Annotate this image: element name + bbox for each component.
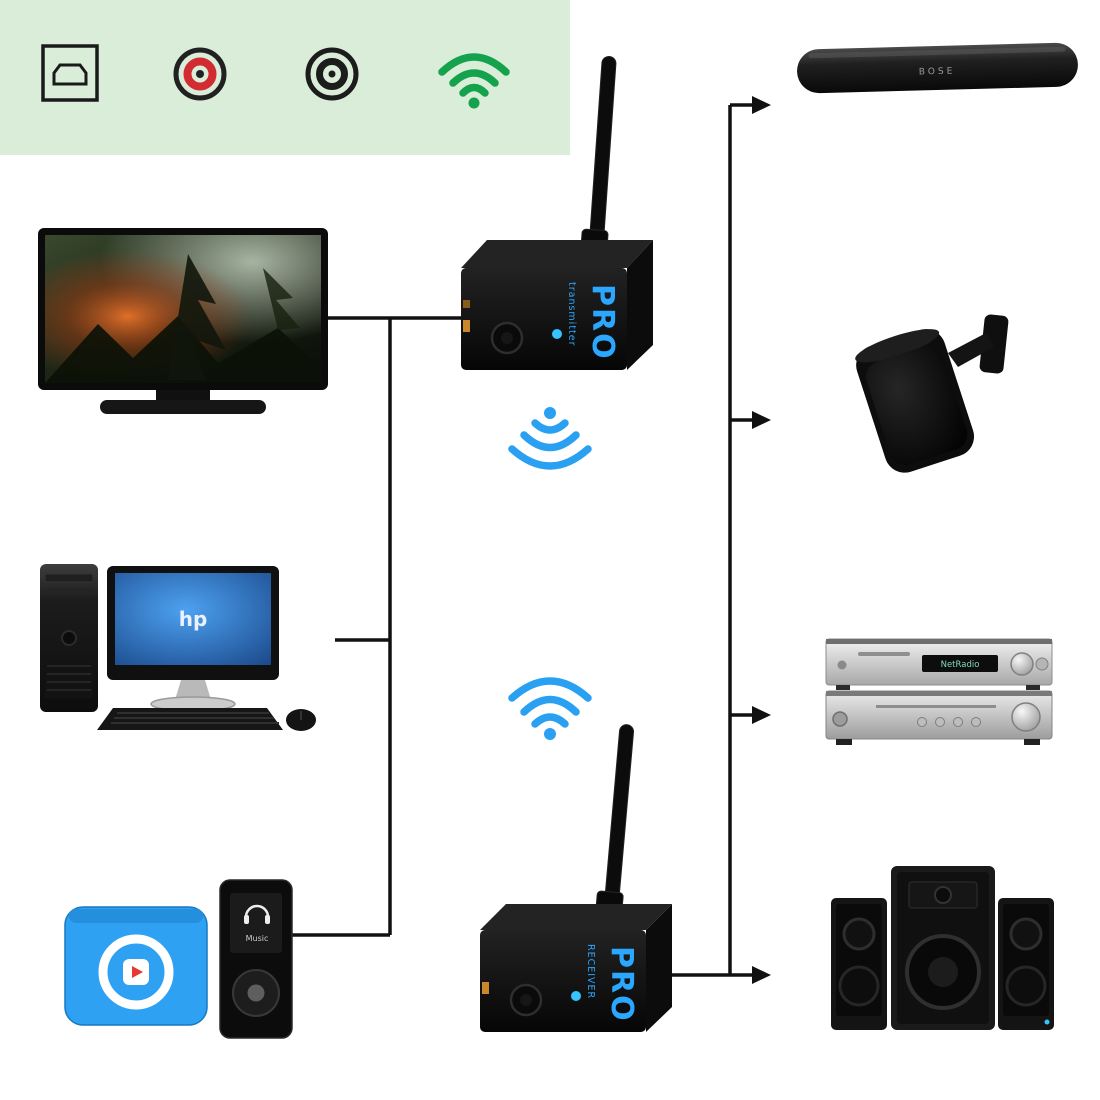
transmitter-port bbox=[463, 320, 470, 332]
network-receiver-unit: NetRadio bbox=[825, 638, 1053, 690]
amplifier-unit bbox=[825, 690, 1053, 745]
black-mp3-player: Music bbox=[219, 879, 293, 1039]
player-screen bbox=[230, 893, 282, 953]
tv-stand-neck bbox=[156, 390, 210, 400]
transmitter-box: PRO transmitter bbox=[461, 240, 653, 370]
mp3-player-source: Music bbox=[60, 875, 300, 1045]
transmitter-label-text: transmitter bbox=[566, 282, 577, 347]
wifi-signal-down-icon bbox=[508, 407, 592, 470]
output-bracket-lines bbox=[670, 96, 771, 984]
tv-screen bbox=[45, 235, 321, 383]
receiver-label-text: RECEIVER bbox=[585, 944, 596, 999]
tv-illustration bbox=[38, 228, 328, 414]
receiver-brand-text: PRO bbox=[604, 946, 639, 1023]
wifi-signal-up-icon bbox=[508, 677, 592, 740]
pc-monitor: hp bbox=[107, 566, 279, 712]
transmitter-brand-text: PRO bbox=[585, 284, 620, 361]
subwoofer bbox=[891, 866, 995, 1030]
receiver-device: PRO RECEIVER bbox=[468, 712, 708, 1047]
pc-keyboard bbox=[97, 708, 283, 730]
headphones-icon bbox=[244, 904, 270, 918]
stereo-illustration: NetRadio bbox=[825, 638, 1053, 745]
arrow-icons bbox=[752, 96, 771, 984]
transmitter-led bbox=[552, 329, 562, 339]
tv-source bbox=[38, 228, 328, 424]
transmitter-antenna bbox=[580, 55, 617, 255]
receiver-port bbox=[482, 982, 489, 994]
receiver-led bbox=[571, 991, 581, 1001]
left-satellite-speaker bbox=[831, 898, 887, 1030]
arrow-right-icon bbox=[752, 96, 771, 114]
wifi-signal-icon bbox=[438, 53, 510, 109]
arrow-right-icon bbox=[752, 706, 771, 724]
source-bracket-lines bbox=[292, 316, 465, 937]
power-button bbox=[832, 711, 848, 727]
monitor-logo: hp bbox=[179, 607, 208, 631]
display-text: NetRadio bbox=[941, 660, 980, 670]
arrow-right-icon bbox=[752, 411, 771, 429]
blue-clip-mp3-player bbox=[64, 906, 208, 1026]
speaker-body bbox=[855, 329, 975, 473]
stereo-amplifier-output: NetRadio bbox=[818, 635, 1063, 750]
right-satellite-speaker bbox=[998, 898, 1054, 1030]
rca-jack-red-icon bbox=[173, 47, 227, 101]
soundbar-logo: BOSE bbox=[919, 67, 956, 78]
computer-source: hp bbox=[35, 560, 325, 738]
receiver-box: PRO RECEIVER bbox=[480, 904, 672, 1032]
tv-stand-base bbox=[100, 400, 266, 414]
volume-knob bbox=[1010, 652, 1034, 676]
monitor-screen bbox=[115, 573, 271, 665]
monitor-stand bbox=[175, 680, 211, 700]
wall-speaker-output bbox=[840, 295, 1020, 490]
speaker-system-illustration bbox=[831, 866, 1054, 1030]
play-icon bbox=[132, 966, 143, 978]
computer-illustration: hp bbox=[40, 564, 316, 731]
unit-display bbox=[922, 655, 998, 672]
optical-audio-port-icon bbox=[41, 44, 99, 102]
pc-tower bbox=[40, 564, 98, 712]
rca-jack-black-icon bbox=[305, 47, 359, 101]
soundbar-output: BOSE bbox=[795, 38, 1080, 100]
speaker-led bbox=[1044, 1019, 1050, 1025]
io-banner bbox=[0, 0, 570, 155]
pc-mouse bbox=[286, 709, 316, 731]
wall-mount-bracket bbox=[948, 314, 1009, 374]
wall-speaker-illustration bbox=[855, 314, 1009, 473]
transmitter-illustration: PRO transmitter bbox=[461, 55, 653, 370]
receiver-illustration: PRO RECEIVER bbox=[480, 724, 672, 1032]
mp3-illustration: Music bbox=[64, 879, 293, 1039]
arrow-right-icon bbox=[752, 966, 771, 984]
amp-volume-knob bbox=[1011, 702, 1041, 732]
soundbar-illustration: BOSE bbox=[797, 42, 1078, 94]
transmitter-device: PRO transmitter bbox=[453, 38, 693, 383]
receiver-antenna bbox=[595, 724, 635, 918]
speaker-system-output bbox=[825, 860, 1060, 1035]
player-screen-label: Music bbox=[246, 934, 269, 943]
player-control-ring bbox=[98, 934, 174, 1010]
